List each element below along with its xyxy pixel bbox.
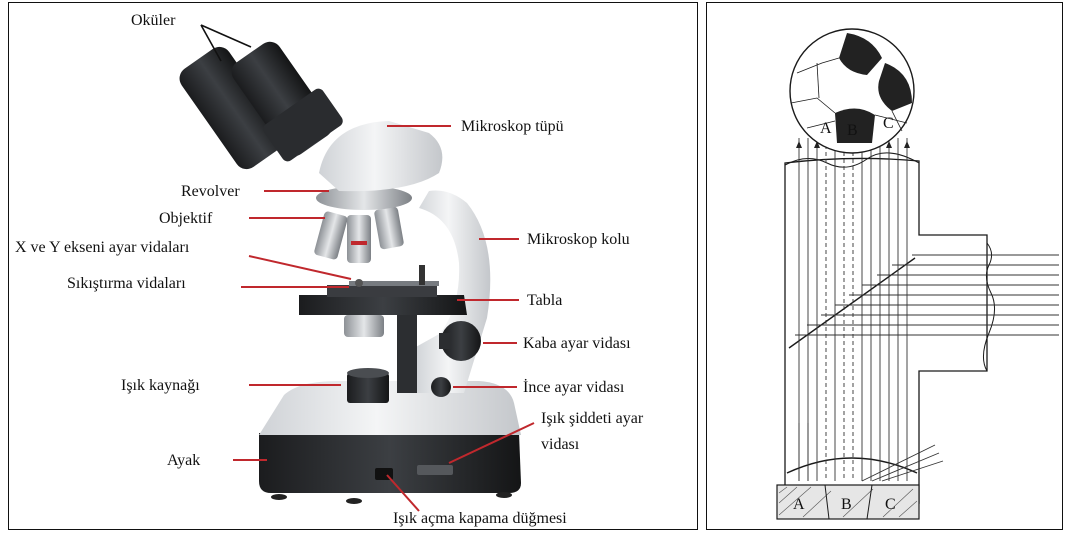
- label-siddet-1: Işık şiddeti ayar: [541, 410, 644, 427]
- bottom-region-a: A: [793, 496, 805, 513]
- specimen-block: A B C: [777, 485, 919, 519]
- label-siddet-2: vidası: [541, 436, 580, 453]
- optics-panel: A B C A B C: [706, 2, 1063, 530]
- microscope-diagram: Oküler Mikroskop tüpü Revolver Objektif …: [9, 3, 699, 531]
- label-isik-kaynagi: Işık kaynağı: [121, 377, 200, 394]
- label-ince: İnce ayar vidası: [523, 378, 625, 396]
- label-kaba: Kaba ayar vidası: [523, 335, 631, 352]
- vertical-rays: [799, 138, 907, 481]
- microscope-base: [259, 433, 521, 493]
- fine-focus-knob: [431, 377, 451, 397]
- label-kol: Mikroskop kolu: [527, 231, 630, 248]
- label-tup: Mikroskop tüpü: [461, 118, 564, 135]
- optical-path-diagram: A B C A B C: [707, 3, 1064, 531]
- label-ayak: Ayak: [167, 452, 200, 469]
- label-objektif: Objektif: [159, 210, 213, 227]
- microscope-head: [319, 121, 442, 191]
- dimmer-wheel: [417, 465, 453, 475]
- eyepiece-tubes: [175, 37, 345, 174]
- bottom-region-b: B: [841, 496, 852, 513]
- label-xy: X ve Y ekseni ayar vidaları: [15, 239, 190, 256]
- top-region-c: C: [883, 115, 894, 132]
- top-region-b: B: [847, 122, 858, 139]
- label-tabla: Tabla: [527, 292, 562, 309]
- bottom-region-c: C: [885, 496, 896, 513]
- label-dugme: Işık açma kapama düğmesi: [393, 510, 567, 527]
- field-of-view: A B C: [790, 29, 914, 153]
- top-region-a: A: [820, 120, 832, 137]
- tube-outline: [785, 158, 987, 503]
- leader-xy: [249, 256, 351, 279]
- label-revolver: Revolver: [181, 183, 240, 200]
- microscope-panel: Oküler Mikroskop tüpü Revolver Objektif …: [8, 2, 698, 530]
- label-okuler: Oküler: [131, 12, 176, 29]
- microscope-stage: [299, 295, 467, 315]
- microscope-illustration: [175, 37, 521, 504]
- label-sikistirma: Sıkıştırma vidaları: [67, 275, 186, 292]
